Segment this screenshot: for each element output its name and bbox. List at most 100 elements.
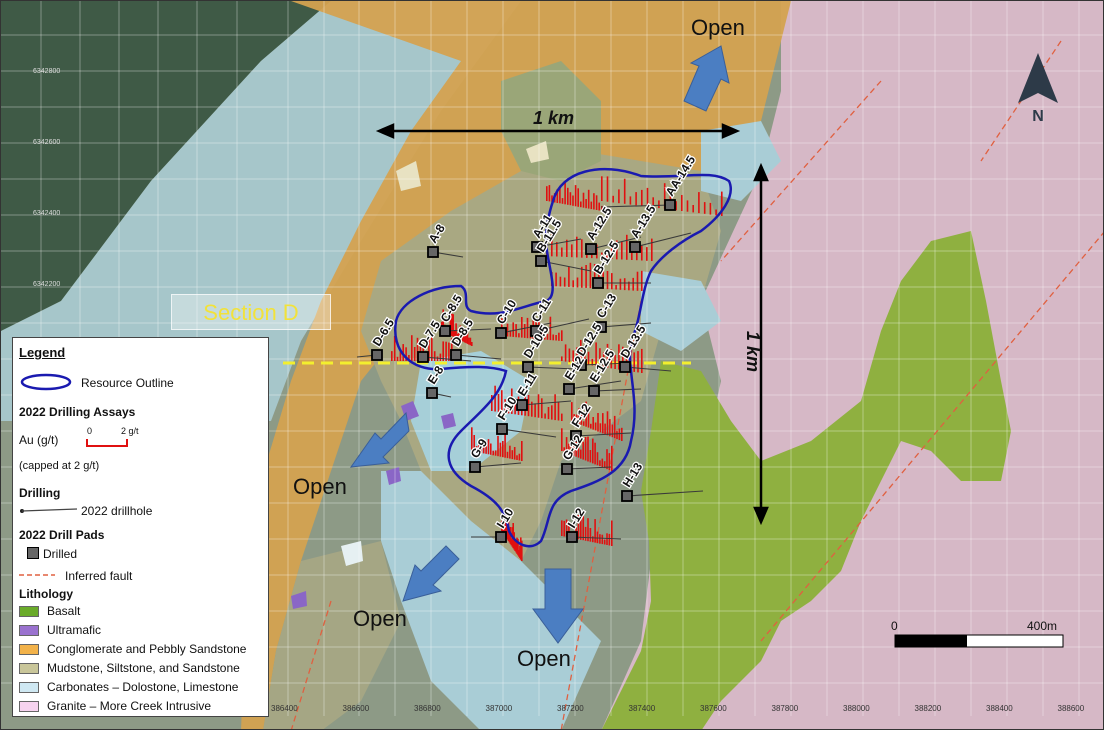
assay-bar: [416, 337, 419, 361]
assay-bar: [611, 520, 613, 546]
drillhole-trace: [500, 322, 552, 334]
open-label-sw: Open: [353, 606, 407, 631]
assay-bar: [571, 402, 573, 421]
assay-bar: [618, 189, 620, 204]
assay-bar: [511, 388, 513, 414]
x-tick-label: 388000: [843, 704, 870, 713]
assay-bar: [527, 395, 530, 417]
y-tick-label: 6342400: [33, 210, 60, 217]
drillhole-trace: [568, 380, 622, 390]
assay-bar: [610, 349, 613, 369]
assay-bar: [518, 453, 521, 461]
assay-bar: [506, 323, 509, 337]
drill-pad: [496, 423, 508, 435]
assay-bar: [595, 195, 598, 210]
drill-pad: [595, 321, 607, 333]
assay-bar: [572, 350, 574, 363]
x-tick-label: 388200: [915, 704, 942, 713]
assay-scale-min: 0: [87, 426, 93, 436]
assay-bar: [561, 428, 563, 451]
assay-bar: [451, 313, 453, 336]
assay-bar: [594, 442, 596, 465]
assay-bar: [570, 443, 573, 455]
assay-bar: [601, 176, 603, 201]
assay-bar: [616, 240, 618, 260]
assay-bar: [453, 330, 456, 338]
open-label-s: Open: [517, 646, 571, 671]
assay-bar: [559, 188, 561, 204]
drill-pad: [417, 351, 429, 363]
assay-bar: [580, 519, 582, 540]
legend-resource-outline: Resource Outline: [81, 376, 174, 390]
assay-bar: [551, 195, 553, 202]
assay-bar: [594, 422, 597, 431]
assay-bar: [663, 183, 666, 209]
legend-drilled: Drilled: [43, 547, 78, 561]
assay-bar: [405, 347, 407, 361]
assay-bar: [576, 347, 578, 364]
assay-bar: [445, 341, 447, 361]
assay-scale-max: 2 g/t: [121, 426, 139, 436]
drillhole-trace: [634, 232, 692, 248]
assay-bar: [473, 435, 475, 452]
distance-label-vertical: 1 km: [743, 331, 763, 373]
assay-bar: [505, 520, 508, 539]
assay-bar: [396, 356, 399, 361]
assay-bar: [584, 437, 587, 461]
assay-bar: [721, 191, 723, 216]
open-arrow-s: [532, 568, 584, 644]
assay-bar: [587, 412, 590, 428]
assay-bar: [623, 278, 626, 291]
drill-pad: [585, 243, 597, 255]
drill-pad: [563, 383, 575, 395]
assay-bar: [603, 461, 606, 469]
assay-bar: [698, 192, 700, 214]
drill-pad-swatch: [27, 547, 39, 559]
assay-bar: [431, 337, 433, 361]
assay-bar: [544, 413, 546, 419]
assay-bar: [633, 352, 635, 372]
lithology-mudstone: Mudstone, Siltstone, and Sandstone: [47, 661, 240, 675]
assay-bar: [597, 413, 599, 432]
assay-bar: [523, 324, 526, 338]
assay-bar: [561, 356, 563, 361]
assay-bar: [563, 520, 565, 537]
assay-bar: [521, 441, 523, 461]
assay-bar: [428, 339, 430, 361]
assay-bar: [587, 351, 590, 365]
x-tick-label: 387200: [557, 704, 584, 713]
assay-bar: [490, 443, 492, 455]
drill-pad: [516, 399, 528, 411]
section-d-label: Section D: [171, 294, 331, 330]
drillhole-trace: [422, 356, 472, 362]
assay-bar: [466, 322, 469, 344]
assay-bar: [574, 185, 577, 207]
assay-bar: [512, 322, 514, 337]
drillhole-trace: [501, 428, 557, 438]
assay-bar: [596, 531, 599, 544]
assay-bar: [555, 335, 557, 341]
y-tick-label: 6342600: [33, 139, 60, 146]
assay-bar: [594, 519, 596, 543]
assay-bar: [629, 196, 632, 205]
assay-bar: [636, 246, 638, 261]
assay-bar: [582, 421, 585, 426]
drill-pad: [575, 359, 587, 371]
open-label-ne: Open: [691, 15, 745, 40]
assay-bar: [636, 271, 639, 291]
drill-pad: [588, 385, 600, 397]
assay-bar: [580, 449, 582, 459]
assay-bar: [573, 414, 575, 422]
assay-bar: [508, 532, 511, 543]
assay-bar: [494, 450, 497, 456]
drillhole-trace: [600, 204, 671, 208]
drill-pad: [664, 199, 676, 211]
assay-bar: [439, 353, 442, 361]
assay-bar: [565, 437, 568, 453]
drillhole-trace: [626, 490, 704, 497]
assay-bar: [452, 314, 454, 337]
assay-bar: [646, 187, 649, 207]
assay-bar: [608, 453, 611, 470]
assay-bar: [637, 351, 639, 373]
